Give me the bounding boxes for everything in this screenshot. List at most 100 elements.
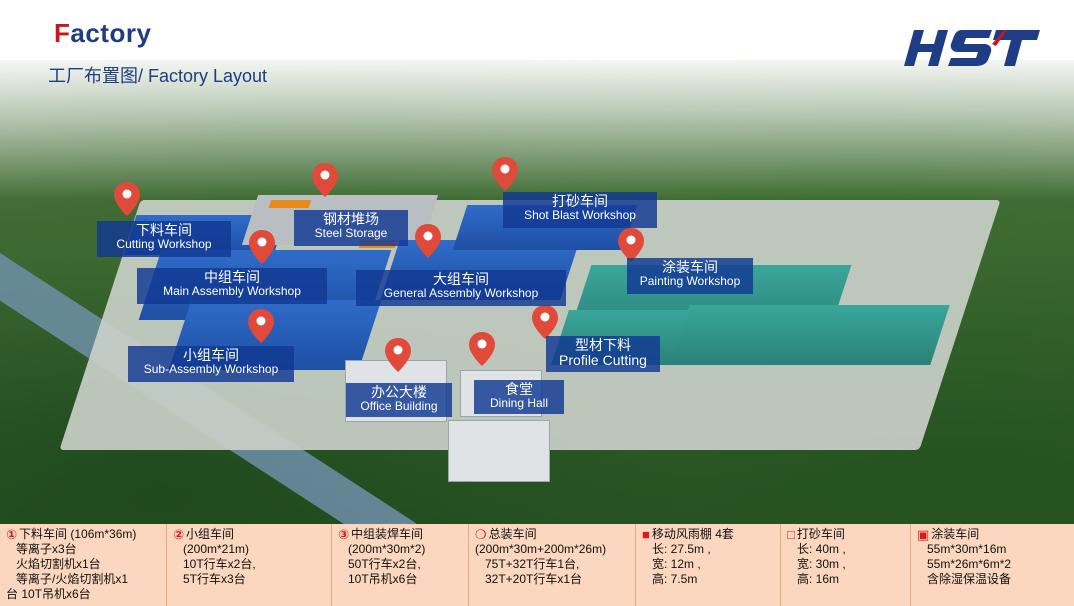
label-en: General Assembly Workshop [383, 285, 539, 300]
info-line: 火焰切割机x1台 [16, 557, 101, 571]
label-en: Main Assembly Workshop [163, 283, 301, 298]
label-main-assembly[interactable]: 中组车间 Main Assembly Workshop [137, 268, 327, 304]
pin-dining-hall[interactable] [469, 332, 495, 366]
info-line: (200m*30m*2) [348, 542, 426, 556]
info-line: 宽: 30m , [797, 557, 846, 571]
info-heading: ▣涂装车间 [917, 527, 1068, 542]
info-line: 10T行车x2台, [183, 557, 256, 571]
pin-sub-assembly[interactable] [248, 309, 274, 343]
page-subtitle: 工厂布置图/ Factory Layout [48, 66, 268, 86]
info-shot-blast: □打砂车间 长: 40m , 宽: 30m , 高: 16m [781, 524, 911, 606]
label-dining-hall[interactable]: 食堂 Dining Hall [474, 380, 564, 414]
info-heading: □打砂车间 [787, 527, 904, 542]
info-mobile-shelter: ■移动风雨棚 4套 长: 27.5m , 宽: 12m , 高: 7.5m [636, 524, 781, 606]
info-line: 75T+32T行车1台, [485, 557, 580, 571]
info-title: 下料车间 (106m*36m) [19, 527, 137, 541]
label-cn: 型材下料 [575, 337, 631, 353]
info-general-assembly: ❍总装车间 (200m*30m+200m*26m) 75T+32T行车1台, 3… [469, 524, 636, 606]
label-cn: 大组车间 [433, 271, 489, 287]
page-title: Factory [54, 18, 151, 49]
pin-profile-cutting[interactable] [532, 305, 558, 339]
info-line: 含除湿保温设备 [927, 572, 1012, 586]
info-line: 55m*26m*6m*2 [927, 557, 1012, 571]
info-line: 32T+20T行车x1台 [485, 572, 583, 586]
filled-square-marker: ■ [642, 527, 650, 542]
info-painting: ▣涂装车间 55m*30m*16m 55m*26m*6m*2 含除湿保温设备 [911, 524, 1074, 606]
info-line: 等离子/火焰切割机x1 [16, 572, 129, 586]
label-en: Office Building [360, 398, 438, 413]
dorm-block [448, 420, 550, 482]
boxed-square-marker: ▣ [917, 527, 930, 542]
label-en: Dining Hall [489, 395, 549, 410]
label-en: Profile Cutting [559, 351, 647, 368]
label-cn: 中组车间 [204, 269, 260, 285]
pin-office-building[interactable] [385, 338, 411, 372]
info-title: 打砂车间 [796, 527, 845, 541]
circled-two-marker: ② [173, 527, 185, 542]
sky-fog [0, 0, 1074, 200]
label-shot-blast[interactable]: 打砂车间 Shot Blast Workshop [503, 192, 657, 228]
info-line: 50T行车x2台, [348, 557, 421, 571]
label-cutting-workshop[interactable]: 下料车间 Cutting Workshop [97, 221, 231, 257]
info-title: 小组车间 [186, 527, 235, 541]
circled-one-marker: ① [6, 527, 18, 542]
label-cn: 办公大楼 [371, 384, 427, 400]
label-en: Shot Blast Workshop [524, 207, 636, 222]
info-line: 10T吊机x6台 [348, 572, 418, 586]
info-heading: ■移动风雨棚 4套 [642, 527, 774, 542]
label-office-building[interactable]: 办公大楼 Office Building [346, 383, 452, 417]
label-en: Sub-Assembly Workshop [143, 361, 279, 376]
pin-steel-storage[interactable] [312, 163, 338, 197]
label-cn: 下料车间 [136, 222, 192, 238]
info-line: 55m*30m*16m [927, 542, 1007, 556]
info-line: 宽: 12m , [652, 557, 701, 571]
label-cn: 小组车间 [183, 347, 239, 363]
label-en: Cutting Workshop [116, 236, 212, 251]
info-line: 长: 27.5m , [652, 542, 711, 556]
info-title: 中组装焊车间 [351, 527, 424, 541]
page-title-rest: actory [70, 18, 152, 48]
label-sub-assembly[interactable]: 小组车间 Sub-Assembly Workshop [128, 346, 294, 382]
info-heading: ❍总装车间 [475, 527, 629, 542]
open-square-marker: □ [787, 527, 795, 542]
info-line: (200m*21m) [183, 542, 250, 556]
label-cn: 打砂车间 [552, 193, 608, 209]
hst-logo [904, 30, 1040, 66]
info-line: 高: 7.5m [652, 572, 698, 586]
info-line: 5T行车x3台 [183, 572, 246, 586]
info-line: 等离子x3台 [16, 542, 77, 556]
gantry-cranes [268, 200, 312, 208]
label-profile-cutting[interactable]: 型材下料 Profile Cutting [546, 336, 660, 372]
label-cn: 食堂 [505, 381, 533, 397]
info-title: 移动风雨棚 4套 [651, 527, 734, 541]
pin-general-assembly[interactable] [415, 224, 441, 258]
info-line: 高: 16m [797, 572, 840, 586]
label-steel-storage[interactable]: 钢材堆场 Steel Storage [294, 210, 408, 246]
label-en: Steel Storage [314, 225, 388, 240]
info-line: 台 10T吊机x6台 [6, 587, 91, 601]
pin-main-assembly[interactable] [249, 230, 275, 264]
label-general-assembly[interactable]: 大组车间 General Assembly Workshop [356, 270, 566, 306]
page-title-initial: F [54, 18, 71, 48]
info-title: 涂装车间 [931, 527, 980, 541]
label-cn: 涂装车间 [662, 259, 718, 275]
label-en: Painting Workshop [639, 273, 741, 288]
pin-cutting-workshop[interactable] [114, 182, 140, 216]
pin-painting[interactable] [618, 228, 644, 262]
circle-marker: ❍ [475, 527, 487, 542]
info-line: 长: 40m , [797, 542, 846, 556]
pin-shot-blast[interactable] [492, 157, 518, 191]
roof-painting-2 [670, 305, 950, 365]
info-title: 总装车间 [488, 527, 537, 541]
circled-three-marker: ③ [338, 527, 350, 542]
label-painting[interactable]: 涂装车间 Painting Workshop [627, 258, 753, 294]
